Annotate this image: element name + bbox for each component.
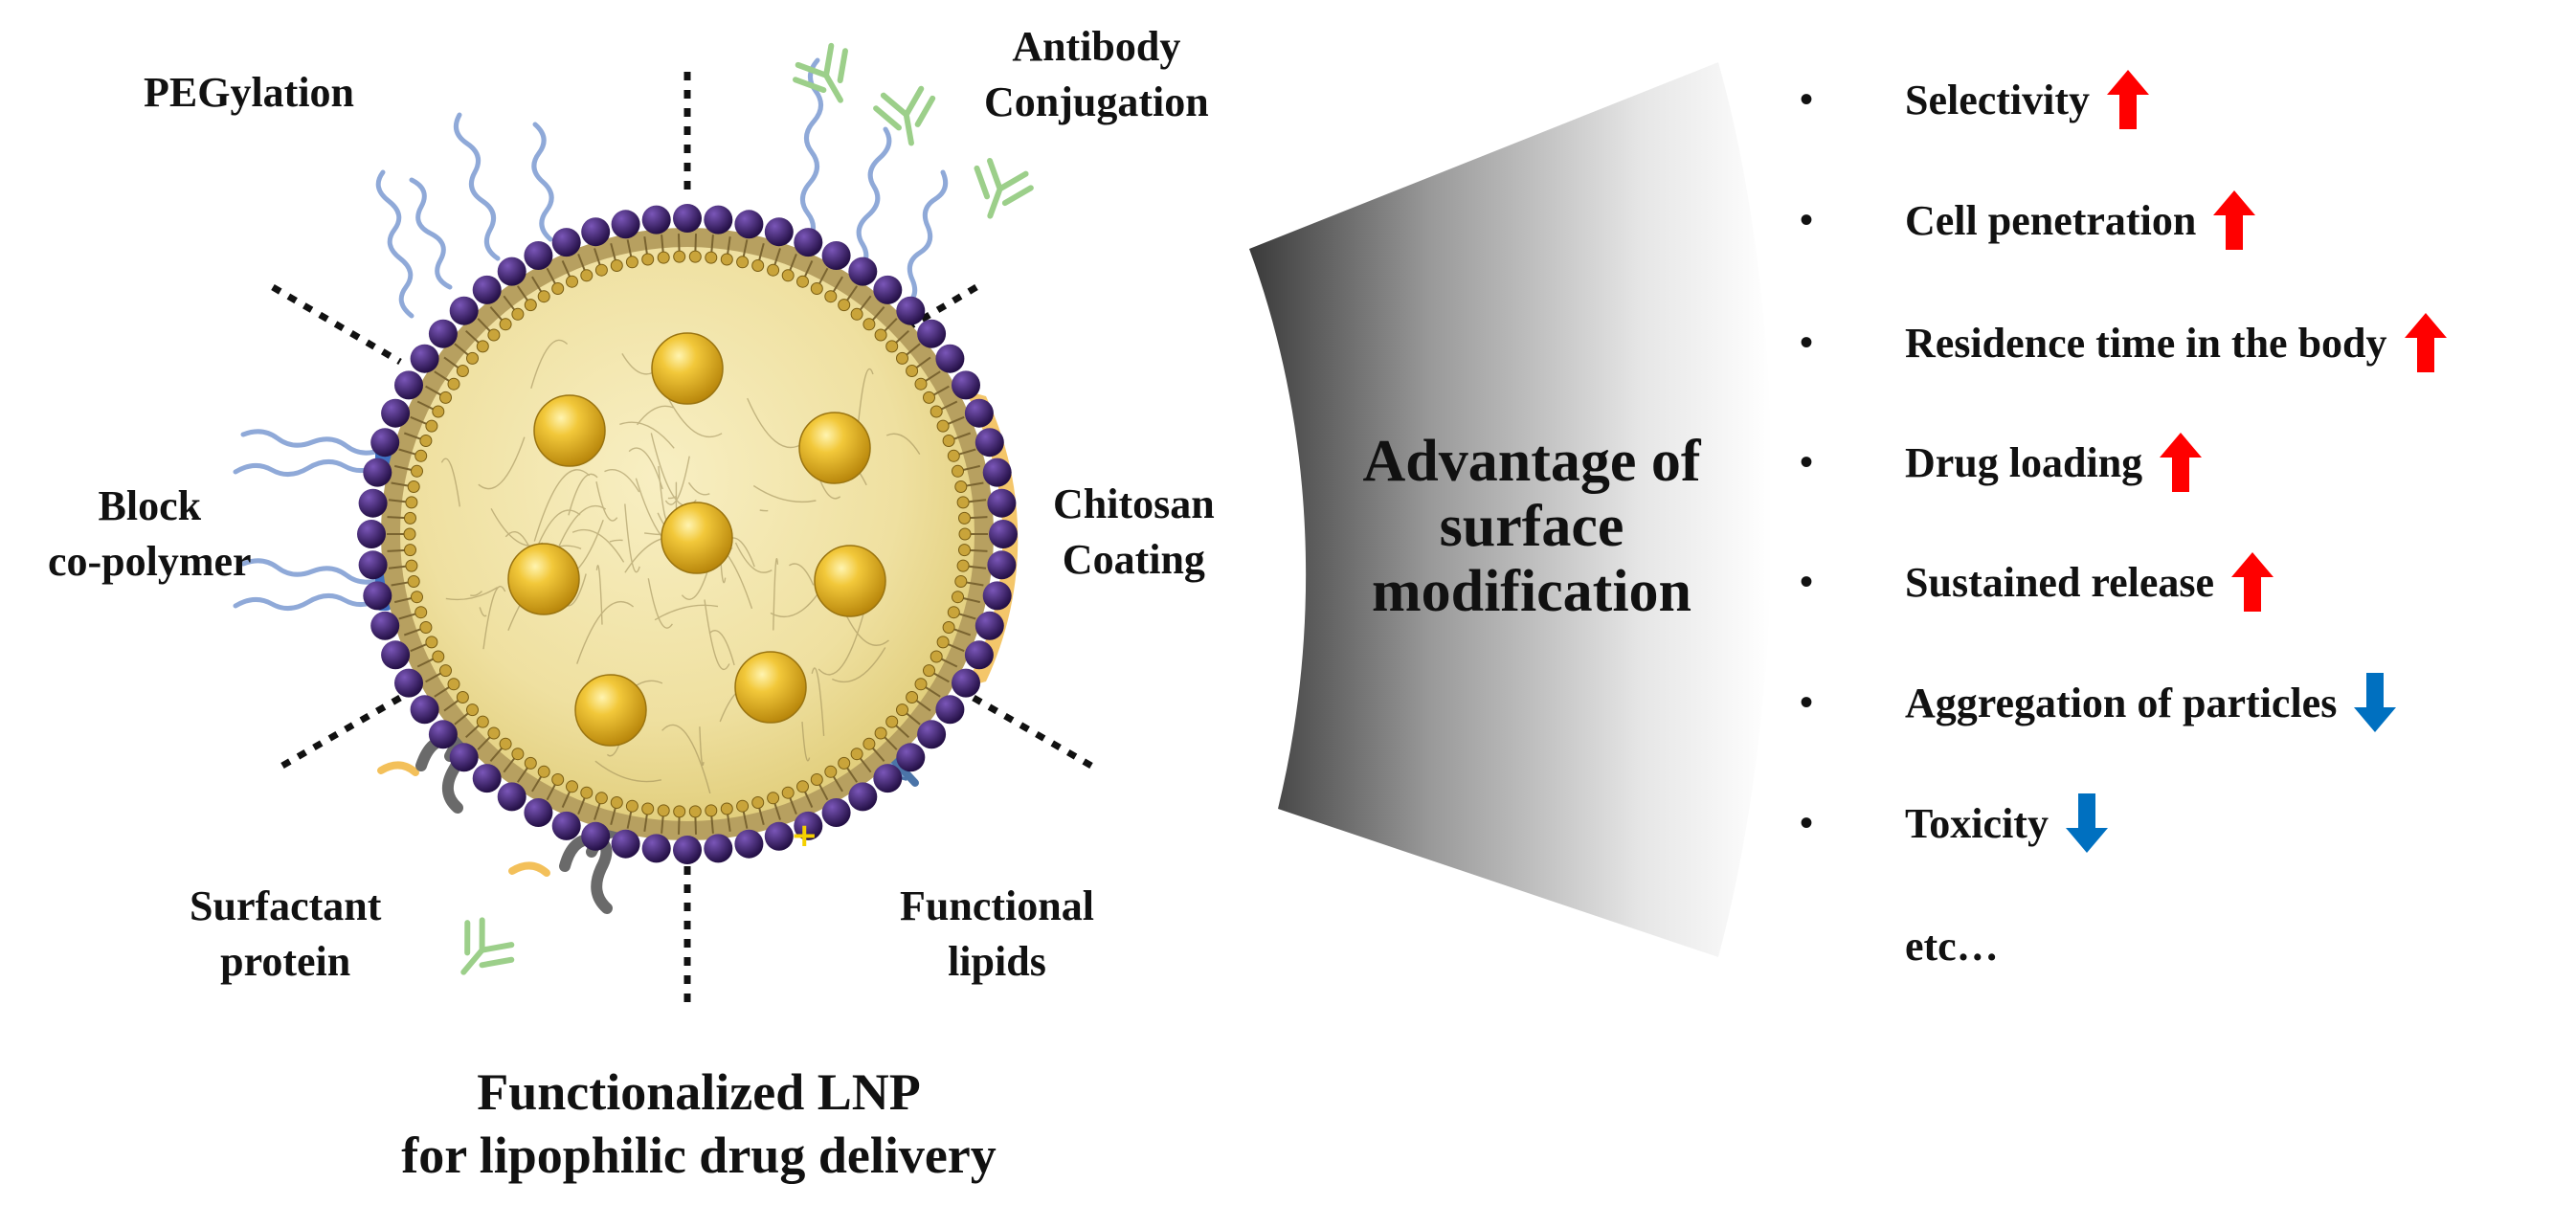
advantage-item: • Toxicity [1800,785,2108,861]
diagram-title: Functionalized LNP for lipophilic drug d… [287,1061,1110,1187]
advantage-etc: etc… [1800,907,1999,984]
arrow-up-icon [2404,313,2447,372]
label-chitosan-line2: Coating [1062,536,1205,583]
drug-molecules [507,332,886,747]
peg-chains [233,112,554,611]
divider-lower-left [280,690,409,770]
advantage-item: • Drug loading [1800,424,2203,501]
bullet: • [1800,198,1814,241]
label-block-line1: Block [98,482,202,529]
advantage-item: • Aggregation of particles [1800,664,2397,741]
advantage-text: Drug loading [1905,438,2143,486]
advantage-item: • Selectivity [1800,61,2150,138]
label-functional-lipids: Functional lipids [900,879,1094,990]
bullet: • [1800,801,1814,844]
label-surfactant-line2: protein [220,938,351,985]
label-block-line2: co-polymer [48,538,252,585]
bullet: • [1800,440,1814,483]
bullet: • [1800,560,1814,603]
bullet: • [1800,681,1814,724]
antibodies [460,42,1034,975]
plus-charge-icon: + [791,816,818,855]
advantage-item: • Sustained release [1800,544,2274,620]
label-chitosan-coating: Chitosan Coating [1053,477,1215,588]
inner-lipid-heads [387,234,988,835]
label-functional-line1: Functional [900,882,1094,929]
label-pegylation: PEGylation [144,65,354,121]
advantage-text: Selectivity [1905,76,2091,123]
advantage-etc-text: etc… [1905,922,1999,970]
divider-upper-left [271,283,402,366]
lnp-particle: + [357,204,1018,864]
antibody-linkers [800,57,949,309]
bullet: • [1800,78,1814,121]
arrow-down-icon [2354,673,2397,732]
advantage-text: Sustained release [1905,558,2215,606]
title-line1: Functionalized LNP [477,1063,921,1121]
advantage-heading: Advantage of surface modification [1311,429,1752,624]
label-antibody-line2: Conjugation [984,78,1209,125]
arrow-down-icon [2065,793,2108,853]
label-pegylation-text: PEGylation [144,69,355,116]
title-line2: for lipophilic drug delivery [401,1127,997,1184]
outer-lipid-beads [357,204,1018,864]
label-antibody-line1: Antibody [1012,23,1181,70]
advantage-fan [1249,62,1773,957]
label-functional-line2: lipids [948,938,1046,985]
label-chitosan-line1: Chitosan [1053,480,1215,527]
divider-lower-right [965,690,1093,770]
advantage-text: Aggregation of particles [1905,679,2338,726]
advantage-item: • Cell penetration [1800,182,2256,258]
advantage-text: Cell penetration [1905,196,2197,244]
advantage-heading-line2: surface [1439,494,1624,559]
arrow-up-icon [2160,433,2203,492]
label-antibody-conjugation: Antibody Conjugation [984,19,1209,130]
arrow-up-icon [2107,70,2150,129]
advantage-heading-line1: Advantage of [1362,429,1701,494]
advantage-text: Residence time in the body [1905,319,2387,367]
arrow-up-icon [2231,552,2274,612]
label-surfactant-protein: Surfactant protein [190,879,381,990]
advantage-item: • Residence time in the body [1800,304,2447,381]
advantage-text: Toxicity [1905,799,2049,847]
label-block-copolymer: Block co-polymer [48,479,252,590]
bullet: • [1800,321,1814,364]
label-surfactant-line1: Surfactant [190,882,382,929]
arrow-up-icon [2213,190,2256,250]
advantage-heading-line3: modification [1371,559,1692,624]
